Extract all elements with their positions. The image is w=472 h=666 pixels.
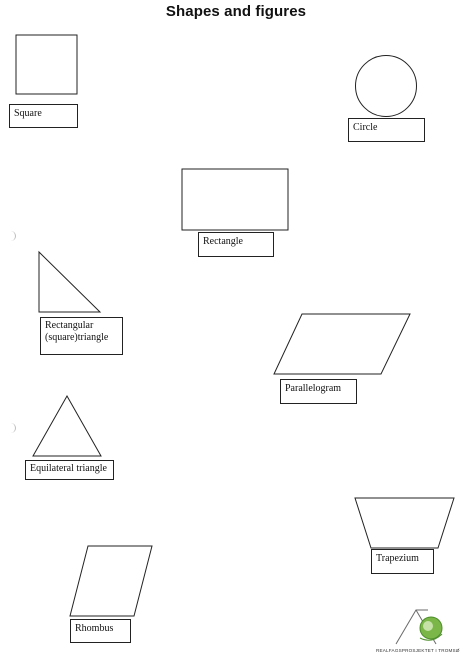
logo-graphic — [395, 609, 443, 645]
right-triangle-label-line-2: (square)triangle — [45, 332, 109, 343]
logo-text: REALFAGSPROSJEKTET I TROMSØ — [376, 648, 460, 653]
rhombus-shape — [69, 545, 153, 617]
square-label: Square — [9, 104, 78, 128]
parallelogram-shape — [273, 313, 411, 375]
realfagsprosjektet-logo: REALFAGSPROSJEKTET I TROMSØ — [376, 604, 466, 656]
equilateral-triangle-shape — [32, 394, 102, 457]
rhombus-label: Rhombus — [70, 619, 131, 643]
equilateral-triangle-label: Equilateral triangle — [25, 460, 114, 480]
right-triangle-shape — [38, 250, 102, 313]
circle-label: Circle — [348, 118, 425, 142]
rectangle-label: Rectangle — [198, 232, 274, 257]
circle-shape — [355, 55, 417, 117]
rectangle-shape — [181, 168, 289, 231]
trapezium-shape — [354, 497, 455, 549]
parallelogram-label: Parallelogram — [280, 379, 357, 404]
trapezium-label: Trapezium — [371, 549, 434, 574]
square-shape — [15, 34, 78, 95]
right-triangle-label-line-1: Rectangular — [45, 320, 94, 331]
page-title: Shapes and figures — [165, 3, 307, 20]
scan-mark-upper — [9, 231, 16, 241]
scan-mark-lower — [9, 423, 16, 433]
right-triangle-label: Rectangular (square)triangle — [40, 317, 123, 355]
